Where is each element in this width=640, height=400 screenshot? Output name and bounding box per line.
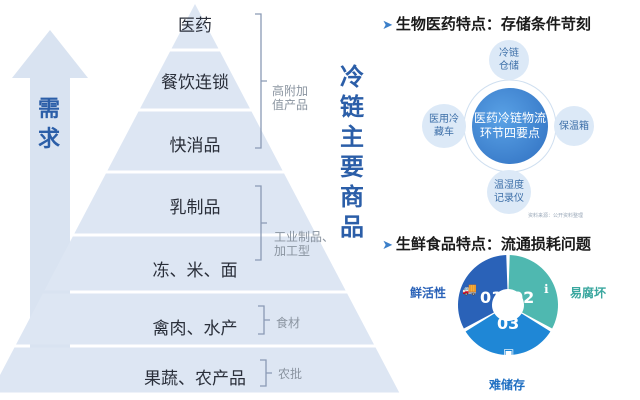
- chevron-right-icon: ➤: [382, 238, 393, 253]
- cold-chain-title: 冷 链 主 要 商 品: [340, 62, 364, 242]
- bracket-wholesale: 农批: [278, 367, 302, 381]
- bracket-wholesale-line1: 农批: [278, 367, 303, 381]
- pyramid-tier: [74, 173, 316, 234]
- pharma-center: 医药冷链物流环节四要点: [472, 88, 548, 164]
- level-dairy: 乳制品: [169, 198, 221, 218]
- bracket-industrial: 工业制品、 加工型: [274, 230, 334, 258]
- demand-char-1: 需: [38, 97, 61, 122]
- bracket-ingredients: 食材: [276, 316, 300, 330]
- label-freshness: 鲜活性: [410, 286, 447, 300]
- node-medical-truck: 医用冷藏车: [422, 104, 466, 148]
- seg-num-02: 02: [512, 288, 535, 307]
- node-insulated-box: 保温箱: [554, 106, 594, 146]
- fresh-heading-text: 生鲜食品特点：流通损耗问题: [395, 235, 591, 253]
- title-char-1: 冷: [340, 63, 364, 91]
- box-icon: ▣: [503, 346, 515, 360]
- pharma-caption: 资料来源：公开资料整理: [528, 213, 584, 219]
- bracket-line: [255, 13, 267, 149]
- bracket-high-value: 高附加 值产品: [272, 84, 308, 112]
- node-temp-recorder-l1: 温湿度: [494, 180, 524, 191]
- seg-num-03: 03: [497, 314, 520, 333]
- ring-hole: [495, 292, 521, 318]
- level-fmcg: 快消品: [169, 136, 221, 156]
- level-poultry-aquatic: 禽肉、水产: [152, 319, 238, 339]
- level-frozen-grain: 冻、米、面: [152, 261, 238, 281]
- bracket-industrial-line2: 加工型: [274, 244, 311, 258]
- fresh-heading: ➤生鲜食品特点：流通损耗问题: [382, 233, 591, 254]
- pyramid-tier: [0, 347, 400, 393]
- title-char-2: 链: [340, 93, 364, 121]
- chevron-right-icon: ➤: [382, 18, 393, 33]
- level-produce: 果蔬、农产品: [144, 369, 246, 389]
- bracket-line: [258, 305, 270, 335]
- demand-char-2: 求: [38, 127, 61, 152]
- title-char-5: 商: [340, 183, 364, 211]
- node-insulated-box-l1: 保温箱: [559, 120, 589, 132]
- bracket-industrial-line1: 工业制品、: [274, 230, 335, 244]
- info-icon: ℹ: [544, 282, 549, 296]
- ring-segment-01: [458, 255, 508, 329]
- demand-label: 需 求: [38, 95, 60, 155]
- bracket-line: [260, 359, 272, 387]
- label-storage: 难储存: [489, 378, 526, 392]
- level-catering: 餐饮连锁: [161, 73, 229, 93]
- node-temp-recorder: 温湿度记录仪: [487, 170, 531, 214]
- pharma-center-l1: 医药冷链物流: [473, 111, 546, 125]
- bracket-high-value-line1: 高附加: [272, 84, 309, 98]
- bracket-line: [255, 185, 267, 261]
- pharma-center-l2: 环节四要点: [479, 126, 540, 140]
- title-char-3: 主: [340, 123, 364, 151]
- node-temp-recorder-l2: 记录仪: [494, 193, 524, 204]
- pyramid-tier: [107, 111, 283, 171]
- truck-icon: 🚚: [462, 282, 477, 296]
- node-medical-truck-l1: 医用冷: [429, 114, 459, 125]
- pyramid-tier: [44, 236, 346, 291]
- pyramid-tier: [140, 51, 250, 109]
- node-cold-storage: 冷链仓储: [489, 40, 529, 80]
- label-perishable: 易腐坏: [570, 286, 607, 300]
- ring-segment-02: [508, 255, 558, 329]
- title-char-4: 要: [340, 153, 364, 181]
- level-pharma: 医药: [178, 16, 212, 36]
- title-char-6: 品: [340, 213, 364, 241]
- node-medical-truck-l2: 藏车: [434, 127, 454, 138]
- bracket-high-value-line2: 值产品: [272, 98, 309, 112]
- node-cold-storage-l1: 冷链: [499, 48, 519, 59]
- node-cold-storage-l2: 仓储: [499, 61, 519, 72]
- ring-segment-03: [465, 313, 551, 355]
- seg-num-01: 01: [480, 288, 503, 307]
- bracket-ingredients-line1: 食材: [276, 316, 301, 330]
- pyramid-tier: [171, 4, 219, 49]
- pharma-heading: ➤生物医药特点：存储条件苛刻: [382, 13, 591, 34]
- pharma-heading-text: 生物医药特点：存储条件苛刻: [395, 15, 591, 33]
- pyramid-tier: [16, 293, 374, 345]
